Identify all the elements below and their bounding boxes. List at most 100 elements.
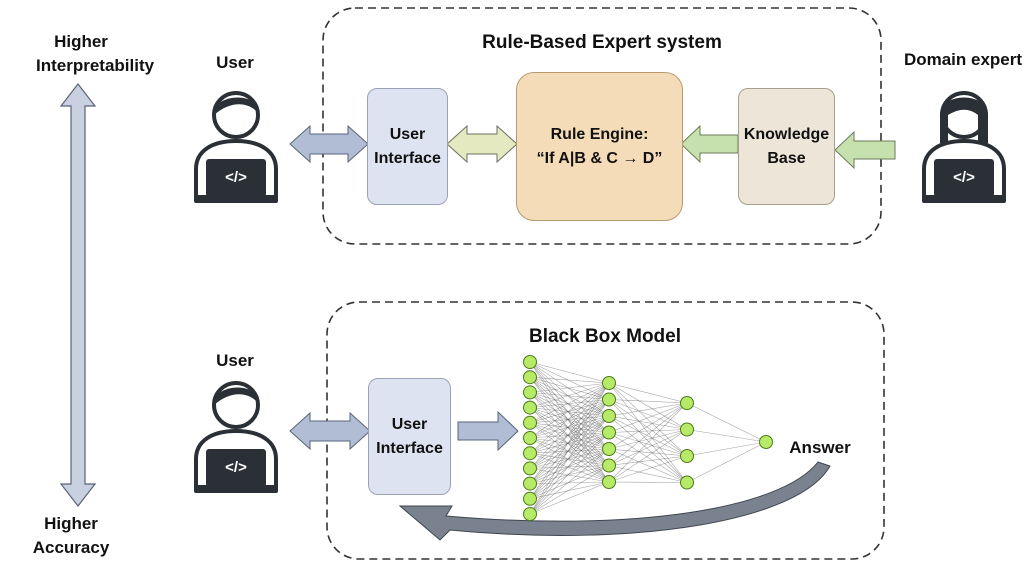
network-node (523, 400, 537, 415)
network-edge (529, 382, 610, 393)
network-edge (608, 481, 688, 483)
network-edge (529, 432, 610, 454)
user-person-icon-bottom (194, 381, 278, 493)
network-edge (608, 429, 688, 483)
network-edge (529, 399, 610, 499)
network-edge (608, 382, 688, 430)
network-edge (529, 392, 610, 417)
network-edge (529, 361, 610, 417)
network-edge (529, 376, 610, 384)
network-edge (686, 429, 767, 443)
black-box-frame (326, 301, 885, 560)
network-edge (529, 415, 610, 424)
accuracy-label: Higher Accuracy (32, 514, 110, 557)
network-edge (608, 429, 688, 450)
network-node (523, 491, 537, 506)
network-edge (529, 432, 610, 469)
network-edge (529, 437, 610, 483)
network-edge (529, 415, 610, 484)
network-edge (608, 402, 688, 466)
neural-network (523, 355, 773, 521)
network-edge (529, 407, 610, 483)
network-node (602, 458, 616, 473)
network-edge (529, 376, 610, 417)
laptop-code-glyph-bottom: </> (225, 459, 247, 476)
network-edge (529, 422, 610, 483)
network-node (523, 385, 537, 400)
network-edge (529, 415, 610, 515)
network-edge (608, 399, 688, 457)
laptop-code-glyph-top: </> (225, 169, 247, 186)
network-edge (529, 377, 610, 483)
network-node (680, 396, 694, 410)
interface-engine-double-arrow (446, 124, 518, 164)
network-edge (529, 465, 610, 515)
network-edge (529, 437, 610, 450)
network-node (602, 442, 616, 456)
network-node (602, 392, 616, 407)
network-edge (529, 392, 610, 433)
network-edge (529, 382, 610, 515)
network-node (523, 476, 537, 491)
network-edge (529, 399, 610, 469)
network-edge (529, 382, 610, 499)
network-node (602, 376, 616, 390)
network-edge (529, 361, 610, 400)
network-node (523, 446, 537, 461)
network-edge (529, 376, 610, 433)
network-edge (608, 455, 688, 483)
network-edge (608, 382, 688, 404)
network-edge (529, 422, 610, 466)
network-edge (529, 376, 610, 450)
network-edge (529, 415, 610, 439)
network-edge (529, 415, 610, 499)
network-edge (608, 402, 688, 433)
network-edge (529, 382, 610, 439)
network-edge (529, 432, 610, 439)
network-edge (608, 448, 688, 483)
network-edge (608, 432, 688, 483)
network-edge (608, 429, 688, 466)
network-edge (529, 422, 610, 433)
network-edge (608, 399, 688, 483)
network-edge (529, 392, 610, 483)
rule-system-title: Rule-Based Expert system (482, 32, 722, 53)
network-edge (608, 402, 688, 483)
network-edge (529, 407, 610, 466)
network-edge (529, 448, 610, 515)
network-node (680, 475, 694, 490)
network-edge (608, 402, 688, 450)
network-edge (529, 407, 610, 417)
network-edge (608, 402, 688, 417)
network-edge (529, 399, 610, 408)
domain-expert-person-icon (922, 91, 1006, 203)
network-edge (608, 415, 688, 430)
knowledge-to-engine-arrow (680, 124, 739, 164)
rule-system-frame (322, 7, 882, 245)
network-edge (529, 407, 610, 450)
network-edge (608, 415, 688, 457)
network-edge (529, 448, 610, 469)
network-node (602, 425, 616, 440)
network-edge (529, 465, 610, 469)
network-edge (529, 361, 610, 450)
network-edge (529, 361, 610, 466)
bottom-user-label: User (216, 351, 254, 370)
network-node (523, 415, 537, 430)
network-edge (529, 415, 610, 469)
interpretability-label: Higher Interpretability (36, 32, 155, 75)
network-edge (529, 399, 610, 454)
network-edge (529, 361, 610, 384)
network-edge (529, 481, 610, 484)
network-node (523, 431, 537, 445)
network-edge (529, 481, 610, 515)
network-edge (529, 392, 610, 400)
network-edge (529, 361, 610, 483)
network-edge (529, 392, 610, 450)
network-node (680, 422, 694, 437)
network-node (523, 507, 537, 521)
answer-label: Answer (789, 438, 851, 457)
network-edge (529, 382, 610, 424)
answer-feedback-arrow (398, 461, 831, 541)
network-edge (529, 452, 610, 466)
